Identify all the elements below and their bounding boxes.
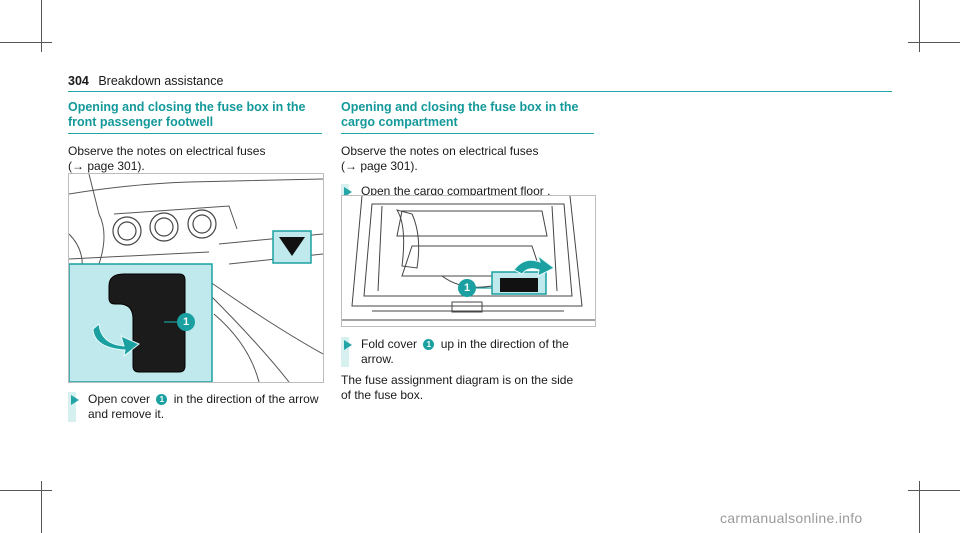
section-heading-cargo: Opening and closing the fuse box in the … (341, 100, 579, 129)
observe-text: Observe the notes on electrical fuses (341, 144, 539, 158)
cargo-fuse-box-illustration: 1 (341, 195, 596, 327)
callout-badge-1: 1 (423, 339, 435, 351)
step-text: up in the direction of the (440, 337, 569, 351)
dashboard-drawing (69, 174, 323, 382)
callout-1-label: 1 (182, 316, 190, 328)
crop-mark (41, 0, 42, 52)
instruction-step: Open cover 1 in the direction of the arr… (68, 392, 322, 422)
crop-mark (0, 42, 52, 43)
heading-divider (341, 133, 594, 134)
crop-mark (0, 490, 52, 491)
callout-badge-1: 1 (156, 394, 168, 406)
instruction-step: Fold cover 1 up in the direction of the … (341, 337, 594, 367)
instruction-step: Open the cargo compartment floor . (341, 184, 594, 199)
footwell-fuse-box-illustration: 1 (68, 173, 324, 383)
watermark-text: carmanualsonline.info (720, 510, 863, 526)
cargo-compartment-drawing (342, 196, 595, 321)
step-text: Open cover (88, 392, 151, 406)
header-divider (68, 91, 892, 92)
page-reference: (→ page 301). (341, 159, 418, 173)
crop-mark (919, 481, 920, 533)
step-text: and remove it. (88, 407, 165, 421)
fuse-diagram-note: The fuse assignment diagram is on the si… (341, 373, 574, 402)
callout-1-label: 1 (463, 282, 471, 294)
page-reference: (→ page 301). (68, 159, 145, 173)
left-step: Open cover 1 in the direction of the arr… (68, 392, 322, 422)
left-column: Opening and closing the fuse box in the … (68, 100, 322, 174)
step-bar (68, 392, 76, 422)
step-text: Open the cargo compartment floor . (361, 184, 551, 198)
step-text: arrow. (361, 352, 394, 366)
section-heading-footwell: Opening and closing the fuse box in the … (68, 100, 306, 129)
arrow-bullet-icon (344, 187, 352, 197)
right-column: Opening and closing the fuse box in the … (341, 100, 594, 199)
section-title: Breakdown assistance (98, 74, 224, 88)
step-text: Fold cover (361, 337, 418, 351)
page-header: 304 Breakdown assistance (68, 74, 223, 88)
arrow-bullet-icon (71, 395, 79, 405)
right-steps: Fold cover 1 up in the direction of the … (341, 337, 594, 403)
heading-divider (68, 133, 322, 134)
observe-text: Observe the notes on electrical fuses (68, 144, 266, 158)
crop-mark (908, 42, 960, 43)
crop-mark (919, 0, 920, 52)
step-bar (341, 337, 349, 367)
crop-mark (908, 490, 960, 491)
step-text: in the direction of the arrow (173, 392, 319, 406)
page-number: 304 (68, 74, 89, 88)
arrow-bullet-icon (344, 340, 352, 350)
crop-mark (41, 481, 42, 533)
